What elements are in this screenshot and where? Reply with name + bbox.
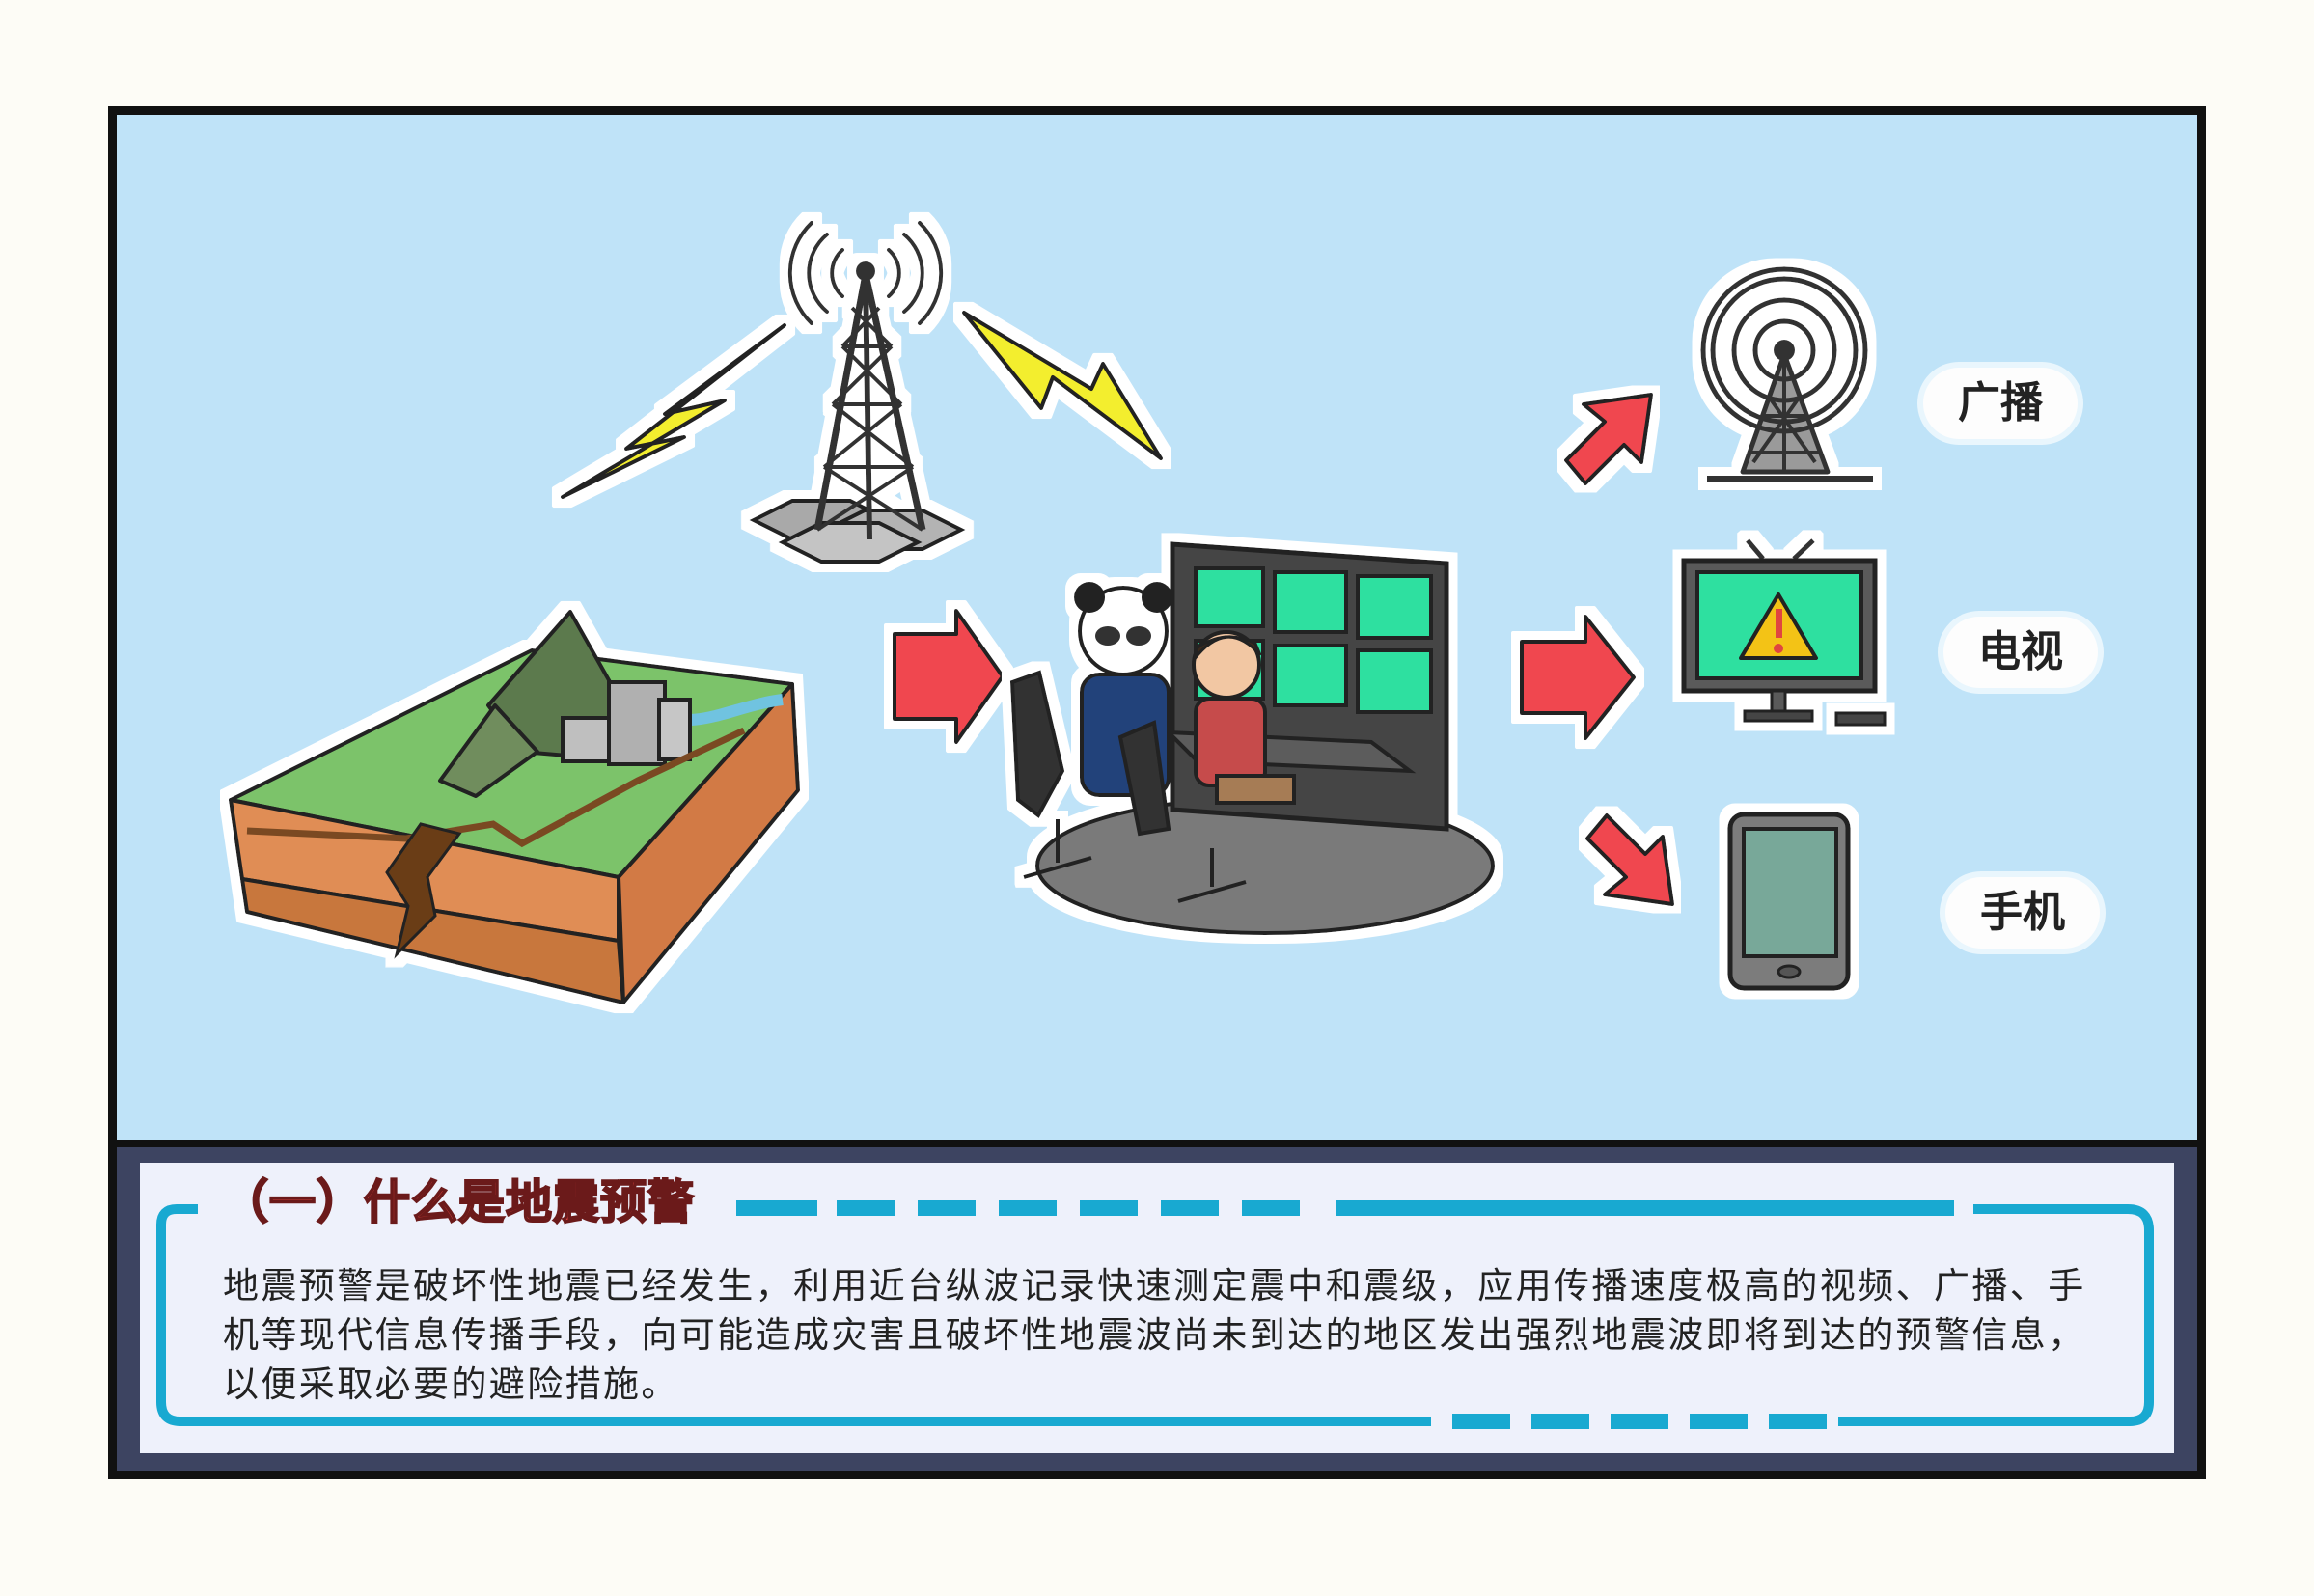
arrow-icon bbox=[1564, 393, 1653, 485]
broadcast-tower-icon bbox=[1700, 266, 1873, 482]
info-panel: （一）什么是地震预警 地震预警是破坏性地震已经发生，利用近台纵波记录快速测定震中… bbox=[117, 1140, 2197, 1471]
arrow-icon bbox=[1520, 615, 1636, 740]
section-title: （一）什么是地震预警 bbox=[221, 1174, 696, 1230]
mobile-phone-icon bbox=[1727, 812, 1851, 991]
info-card: （一）什么是地震预警 地震预警是破坏性地震已经发生，利用近台纵波记录快速测定震中… bbox=[140, 1163, 2174, 1453]
arrow-icon bbox=[1585, 813, 1674, 906]
signal-tower-icon bbox=[749, 221, 966, 564]
earth-crust-icon bbox=[229, 610, 800, 1004]
lightning-bolt-icon bbox=[561, 323, 786, 499]
label-tv: 电视 bbox=[1943, 617, 2098, 688]
control-room-icon bbox=[1009, 541, 1495, 935]
illustration bbox=[229, 221, 1887, 1004]
label-phone: 手机 bbox=[1945, 877, 2100, 949]
section-body: 地震预警是破坏性地震已经发生，利用近台纵波记录快速测定震中和震级，应用传播速度极… bbox=[223, 1265, 2086, 1405]
lightning-bolt-icon bbox=[962, 311, 1163, 460]
comic-frame: 广播 电视 手机 bbox=[108, 106, 2206, 1479]
label-broadcast: 广播 bbox=[1923, 368, 2078, 439]
arrow-icon bbox=[893, 609, 1005, 744]
tv-warning-icon bbox=[1681, 538, 1887, 727]
info-card-border bbox=[156, 1200, 2154, 1429]
